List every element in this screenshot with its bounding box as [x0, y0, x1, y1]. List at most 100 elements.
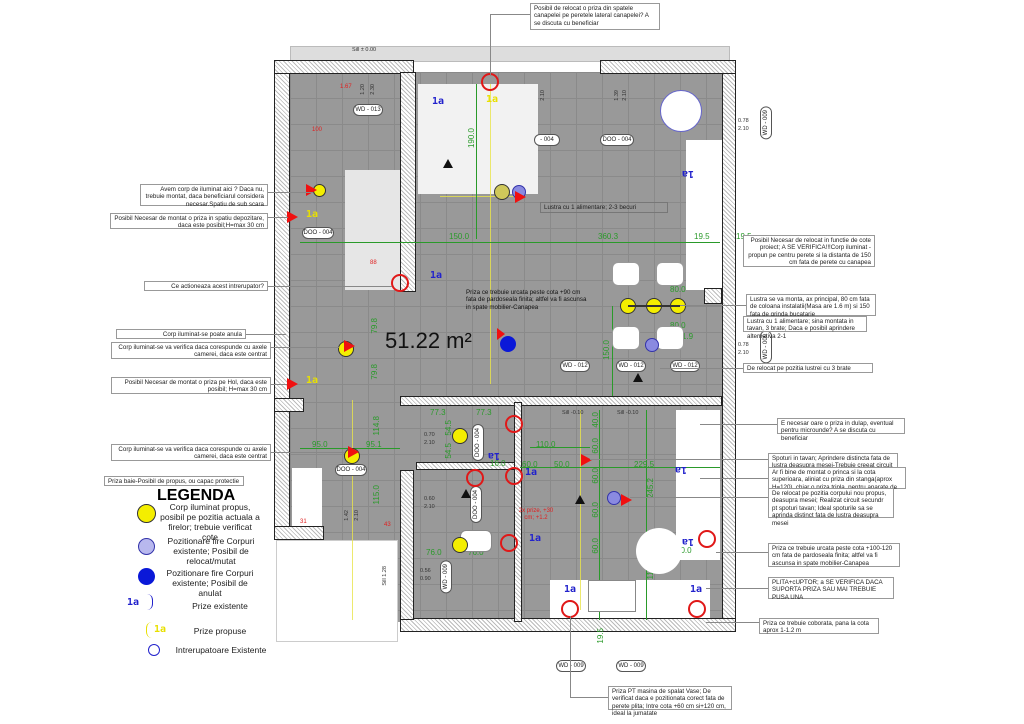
- height-label: 2.10: [354, 510, 360, 521]
- legend-label: Corp iluminat propus, posibil pe pozitia…: [160, 502, 260, 542]
- note-closet-socket: E necesar oare o priza in dulap, eventua…: [777, 418, 905, 442]
- guide-line: [440, 196, 520, 197]
- check-ring-icon: [391, 274, 409, 292]
- wall-right-pier: [704, 288, 722, 304]
- guide-line: [490, 84, 491, 384]
- door-window-tag: WD - 009: [760, 106, 772, 140]
- pointer-arrow-icon: [344, 340, 355, 352]
- height-label: 2.10: [622, 90, 628, 101]
- height-label: 0.56: [420, 568, 431, 574]
- door-window-tag: WD - 009: [440, 560, 452, 594]
- wall-stair: [400, 72, 416, 292]
- height-label: 2.10: [424, 504, 435, 510]
- pointer-arrow-icon: [581, 454, 592, 466]
- height-label: 0.70: [424, 432, 435, 438]
- existing-socket-icon: 1a: [675, 464, 688, 475]
- door-window-tag: DOO - 004: [302, 227, 334, 239]
- dimension: 16.0: [490, 459, 506, 468]
- dimension: 95.0: [312, 440, 328, 449]
- existing-socket-icon: 1a: [690, 584, 703, 595]
- leader-line: [268, 286, 392, 287]
- existing-socket-icon: 1a: [488, 450, 501, 461]
- note-light-center-2: Corp iluminat-se va verifica daca coresp…: [111, 444, 271, 461]
- wall-bath-vertical: [514, 402, 522, 622]
- existing-socket-icon: 1a: [432, 96, 445, 107]
- section-arrow-icon: [443, 159, 453, 168]
- door-window-tag: DOO - 004: [600, 134, 634, 146]
- legend-existing-socket-icon: 1a: [127, 597, 140, 608]
- dimension: 190.0: [467, 128, 476, 149]
- note-bath-socket: Priza baie-Posibil de propus, ou capac p…: [104, 476, 244, 486]
- note-oven-socket: PLITA+cUPTOR; a SE VERIFICA DACA SUPORTA…: [768, 577, 894, 601]
- red-label: 100: [312, 127, 323, 133]
- hall-bottom-white: [292, 468, 322, 528]
- door-window-tag: WD - 012: [616, 360, 646, 372]
- height-label: 2.10: [738, 350, 749, 356]
- dimension-line: [300, 242, 720, 243]
- leader-line: [271, 347, 339, 348]
- section-arrow-icon: [461, 489, 471, 498]
- leader-line: [700, 424, 777, 425]
- sill-label: Sill -0.10: [562, 410, 584, 416]
- dimension: 19.5: [596, 628, 605, 644]
- dimension: 50.0: [554, 460, 570, 469]
- dimension: 80.0: [670, 321, 686, 330]
- existing-socket-icon: 1a: [682, 536, 695, 547]
- existing-light-relocate-icon: [645, 338, 659, 352]
- note-top-sofa-socket: Posibil de relocat o priza din spatele c…: [530, 3, 660, 30]
- dimension: 40.0: [591, 412, 600, 428]
- height-label: 1.39: [614, 90, 620, 101]
- dimension: 60.0: [591, 538, 600, 554]
- note-light-center-1: Corp iluminat-se va verifica daca coresp…: [111, 342, 271, 359]
- door-window-tag: WD - 009: [616, 660, 646, 672]
- dimension: 114.8: [372, 416, 381, 436]
- dimension: 95.1: [366, 440, 382, 449]
- wall-mid-horizontal: [400, 396, 722, 406]
- existing-socket-icon: 1a: [430, 270, 443, 281]
- section-arrow-icon: [633, 373, 643, 382]
- wall-left-pier: [274, 398, 304, 412]
- wall-right: [722, 60, 736, 630]
- height-label: 2.10: [738, 126, 749, 132]
- dimension: 54.5: [444, 443, 453, 459]
- leader-line: [630, 497, 768, 498]
- legend-label: Pozitionare fire Corpuri existente; Posi…: [167, 536, 255, 566]
- guide-line: [352, 400, 353, 620]
- leader-line: [706, 622, 759, 623]
- red-label: 43: [384, 522, 391, 528]
- pointer-arrow-icon: [306, 184, 317, 196]
- legend-label: Prize propuse: [193, 626, 247, 636]
- dimension-line: [646, 410, 647, 620]
- legend-switch-icon: [148, 644, 160, 656]
- door-window-tag: WD - 009: [556, 660, 586, 672]
- height-label: 1.67: [340, 84, 352, 90]
- door-window-tag: DOO - 004: [335, 464, 367, 476]
- note-storage-socket: Posibil Necesar de montat o priza in spa…: [110, 213, 268, 229]
- door-window-tag: DOO - 004: [470, 486, 482, 524]
- note-stair-light: Avem corp de iluminat aici ? Daca nu, tr…: [140, 184, 268, 208]
- dimension-line: [530, 447, 590, 448]
- dimension: 110.0: [536, 440, 556, 449]
- pointer-arrow-icon: [287, 211, 298, 223]
- dimension: 245.2: [646, 478, 655, 499]
- dimension: 77.3: [476, 408, 492, 417]
- dining-chair: [612, 262, 640, 286]
- red-label: 31: [300, 519, 307, 525]
- dimension-line: [612, 306, 613, 396]
- dimension: 150.0: [602, 340, 611, 361]
- legend-title: LEGENDA: [157, 487, 236, 504]
- height-label: 2.10: [540, 90, 546, 101]
- height-label: 1.20: [360, 84, 366, 95]
- wall-top-right: [600, 60, 736, 74]
- existing-socket-icon: 1a: [564, 584, 577, 595]
- legend-proposed-socket-bracket: [146, 622, 153, 638]
- door-window-tag: - 004: [534, 134, 560, 146]
- note-hall-socket: Posibil Necesar de montat o priza pe Hol…: [111, 377, 271, 394]
- leader-line: [490, 14, 491, 76]
- round-table: [660, 90, 702, 132]
- proposed-light-icon: [452, 428, 468, 444]
- height-label: 0.78: [738, 118, 749, 124]
- guide-line: [580, 410, 581, 610]
- note-lower-socket: Priza ce trebuie coborata, pana la cota …: [759, 618, 879, 634]
- note-relocate-3arms: De relocat pe pozitia lustrei cu 3 brate: [743, 363, 873, 373]
